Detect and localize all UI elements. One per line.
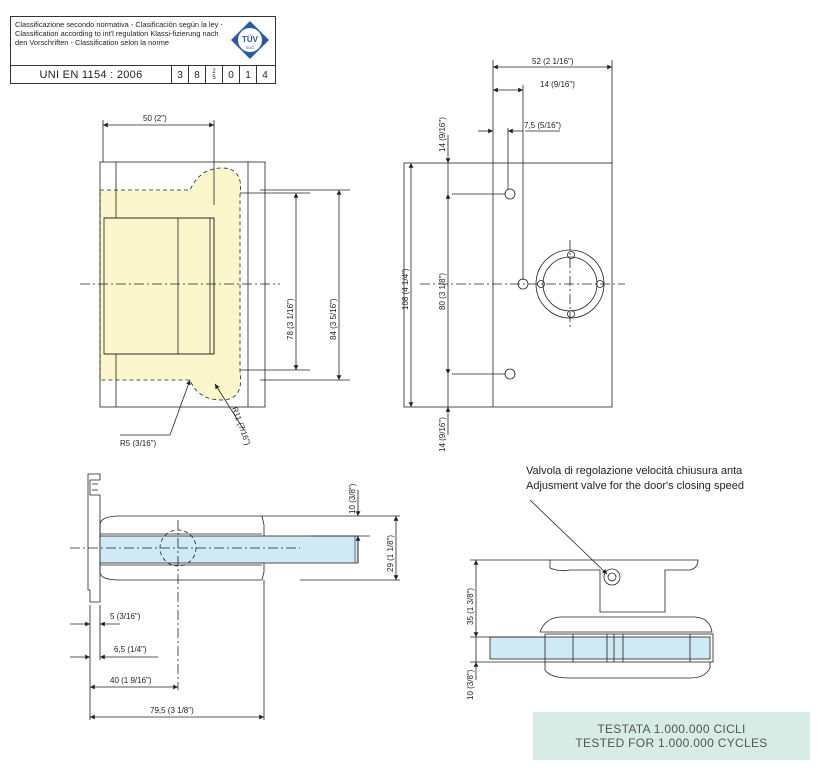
valve-annotation-en: Adjusment valve for the door's closing s… — [526, 480, 744, 492]
dim-14-top: 14 (9/16") — [438, 117, 447, 152]
dim-78: 78 (3 1/16") — [286, 298, 295, 340]
classification-box: Classificazione secondo normativa - Clas… — [10, 16, 276, 84]
classification-digit: 8 — [188, 66, 205, 84]
dim-80: 80 (3 1/8") — [438, 273, 447, 310]
valve-annotation-it: Valvola di regolazione velocità chiusura… — [526, 465, 743, 477]
radius-5: R5 (3/16") — [120, 439, 157, 448]
front-view — [80, 120, 350, 436]
fraction-bottom: 5 — [212, 75, 216, 81]
dim-29: 29 (1 1/8") — [386, 535, 395, 572]
classification-digit: 3 — [171, 66, 188, 84]
radius-11: R11 (7/16") — [230, 406, 252, 447]
dim-40: 40 (1 9/16") — [110, 676, 152, 685]
dim-108: 108 (4 1/4") — [401, 268, 410, 310]
dim-10-bottom: 10 (3/8") — [466, 669, 475, 700]
dim-79-5: 79,5 (3 1/8") — [150, 706, 194, 715]
tuv-logo-sub: SÜD — [246, 45, 255, 50]
classification-row: UNI EN 1154 : 2006 3 8 2 5 0 1 4 — [11, 65, 275, 84]
dim-10-top: 10 (3/8") — [348, 483, 357, 514]
dim-52: 52 (2 1/16") — [532, 57, 574, 66]
valve-view — [470, 499, 714, 680]
classification-digit: 1 — [239, 66, 256, 84]
dim-14-bottom: 14 (9/16") — [438, 417, 447, 452]
tuv-logo-text: TÜV — [242, 35, 259, 44]
test-line-en: TESTED FOR 1.000.000 CYCLES — [575, 736, 768, 750]
top-view — [70, 473, 400, 720]
classification-fraction: 2 5 — [205, 66, 222, 84]
tuv-sud-logo-icon: TÜV SÜD — [231, 21, 269, 59]
dim-14: 14 (9/16") — [540, 80, 575, 89]
classification-digit: 0 — [222, 66, 239, 84]
classification-text: Classificazione secondo normativa - Clas… — [15, 20, 223, 47]
dim-7-5: 7,5 (5/16") — [524, 121, 561, 130]
dim-width-50: 50 (2") — [143, 114, 167, 123]
test-line-it: TESTATA 1.000.000 CICLI — [597, 722, 746, 736]
side-view — [403, 60, 625, 435]
dim-84: 84 (3 5/16") — [329, 298, 338, 340]
dim-35: 35 (1 3/8") — [466, 588, 475, 625]
classification-standard: UNI EN 1154 : 2006 — [39, 69, 143, 81]
dim-5: 5 (3/16") — [110, 612, 141, 621]
dim-6-5: 6,5 (1/4") — [114, 645, 147, 654]
classification-digit: 4 — [256, 66, 273, 84]
test-cycles-box: TESTATA 1.000.000 CICLI TESTED FOR 1.000… — [533, 712, 810, 760]
fraction-top: 2 — [212, 69, 216, 75]
